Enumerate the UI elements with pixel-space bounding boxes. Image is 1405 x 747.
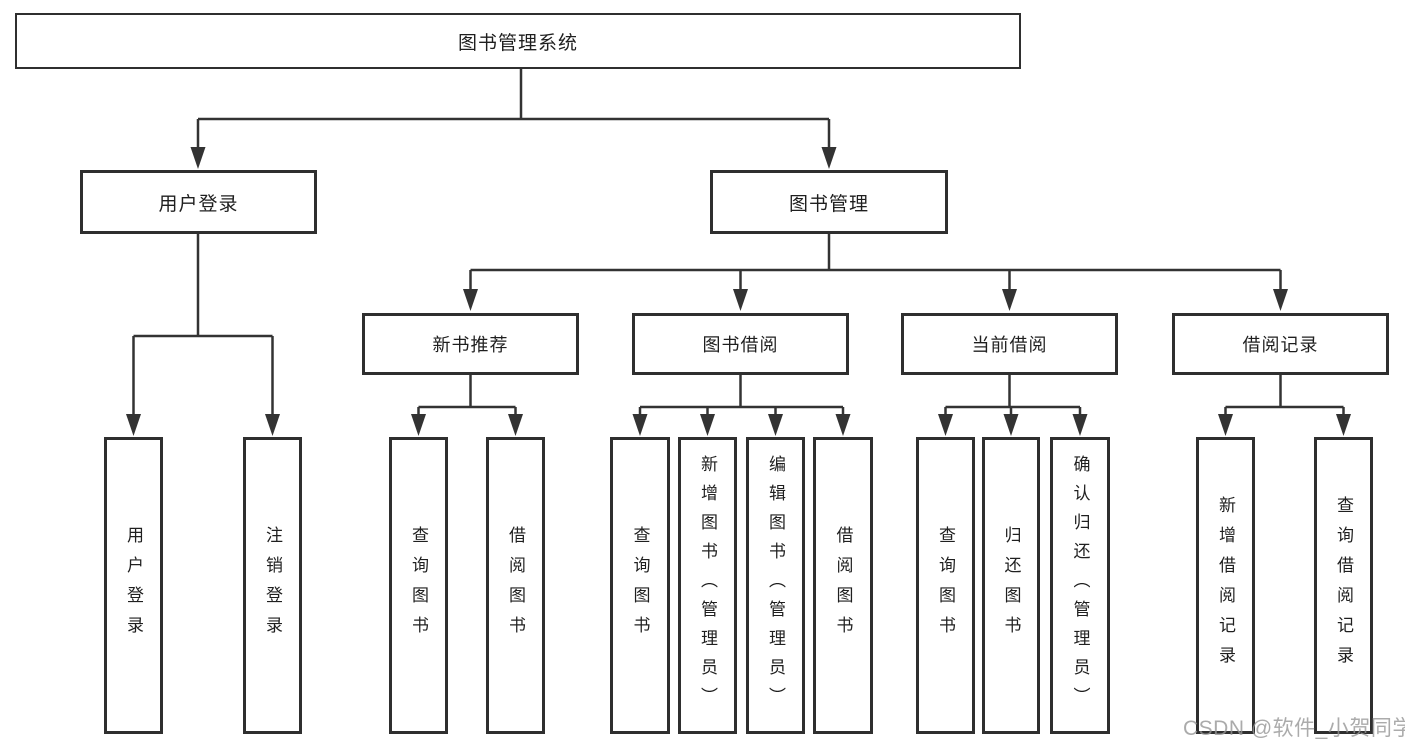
- arrowhead-icon: [508, 414, 523, 436]
- arrowhead-icon: [265, 414, 280, 436]
- leaf-br-query-record: 查询借阅记录: [1314, 437, 1373, 734]
- leaf-nbr-query-book-label: 查询图书: [409, 525, 428, 646]
- leaf-bb-query-book: 查询图书: [610, 437, 670, 734]
- leaf-br-add-record-label: 新增借阅记录: [1216, 495, 1235, 676]
- connector-new-book-recommend: [411, 375, 523, 436]
- leaf-bb-add-book-admin: 新增图书（管理员）: [678, 437, 737, 734]
- node-current-borrow-label: 当前借阅: [971, 335, 1048, 355]
- arrowhead-icon: [821, 147, 837, 169]
- arrowhead-icon: [1336, 414, 1351, 436]
- arrowhead-icon: [1002, 289, 1017, 311]
- connector-borrow-records: [1218, 375, 1351, 436]
- node-borrow-records: 借阅记录: [1172, 313, 1389, 375]
- leaf-bb-edit-book-admin-label: 编辑图书（管理员）: [766, 455, 785, 716]
- leaf-cb-confirm-return-admin-label: 确认归还（管理员）: [1070, 455, 1090, 716]
- connector-book-borrow: [632, 375, 851, 436]
- arrowhead-icon: [1273, 289, 1288, 311]
- node-root: 图书管理系统: [15, 13, 1021, 69]
- leaf-nbr-borrow-book-label: 借阅图书: [506, 525, 525, 646]
- node-current-borrow: 当前借阅: [901, 313, 1118, 375]
- leaf-user-login: 用户登录: [104, 437, 163, 734]
- arrowhead-icon: [700, 414, 715, 436]
- arrowhead-icon: [835, 414, 851, 436]
- connector-root: [190, 69, 837, 169]
- leaf-logout-label: 注销登录: [263, 525, 282, 646]
- leaf-br-add-record: 新增借阅记录: [1196, 437, 1255, 734]
- leaf-bb-borrow-book: 借阅图书: [813, 437, 873, 734]
- arrowhead-icon: [126, 414, 141, 436]
- arrowhead-icon: [733, 289, 748, 311]
- leaf-nbr-query-book: 查询图书: [389, 437, 448, 734]
- node-book-borrow-label: 图书借阅: [702, 335, 779, 355]
- leaf-logout: 注销登录: [243, 437, 302, 734]
- leaf-cb-confirm-return-admin: 确认归还（管理员）: [1050, 437, 1110, 734]
- arrowhead-icon: [632, 414, 648, 436]
- node-new-book-recommend: 新书推荐: [362, 313, 579, 375]
- node-book-management-label: 图书管理: [788, 193, 869, 215]
- leaf-user-login-label: 用户登录: [124, 525, 143, 646]
- csdn-watermark: CSDN @软件_小贺同学: [1183, 717, 1405, 740]
- node-root-label: 图书管理系统: [457, 32, 578, 54]
- leaf-br-query-record-label: 查询借阅记录: [1334, 495, 1353, 676]
- arrowhead-icon: [1072, 414, 1088, 436]
- leaf-nbr-borrow-book: 借阅图书: [486, 437, 545, 734]
- connector-current-borrow: [938, 375, 1088, 436]
- leaf-cb-query-book-label: 查询图书: [936, 525, 955, 646]
- leaf-cb-return-book-label: 归还图书: [1001, 525, 1021, 646]
- arrowhead-icon: [190, 147, 206, 169]
- leaf-cb-return-book: 归还图书: [982, 437, 1040, 734]
- node-book-management: 图书管理: [710, 170, 948, 234]
- arrowhead-icon: [768, 414, 783, 436]
- leaf-bb-query-book-label: 查询图书: [630, 525, 650, 646]
- leaf-bb-borrow-book-label: 借阅图书: [833, 525, 853, 646]
- node-user-login: 用户登录: [80, 170, 317, 234]
- node-user-login-label: 用户登录: [158, 193, 239, 215]
- node-new-book-recommend-label: 新书推荐: [432, 335, 509, 355]
- leaf-bb-add-book-admin-label: 新增图书（管理员）: [698, 455, 717, 716]
- connector-user-login: [126, 234, 280, 436]
- arrowhead-icon: [1003, 414, 1019, 436]
- leaf-bb-edit-book-admin: 编辑图书（管理员）: [746, 437, 805, 734]
- leaf-cb-query-book: 查询图书: [916, 437, 975, 734]
- arrowhead-icon: [1218, 414, 1233, 436]
- arrowhead-icon: [463, 289, 478, 311]
- arrowhead-icon: [411, 414, 426, 436]
- arrowhead-icon: [938, 414, 953, 436]
- node-borrow-records-label: 借阅记录: [1242, 335, 1319, 355]
- node-book-borrow: 图书借阅: [632, 313, 849, 375]
- connector-book-management: [463, 234, 1288, 311]
